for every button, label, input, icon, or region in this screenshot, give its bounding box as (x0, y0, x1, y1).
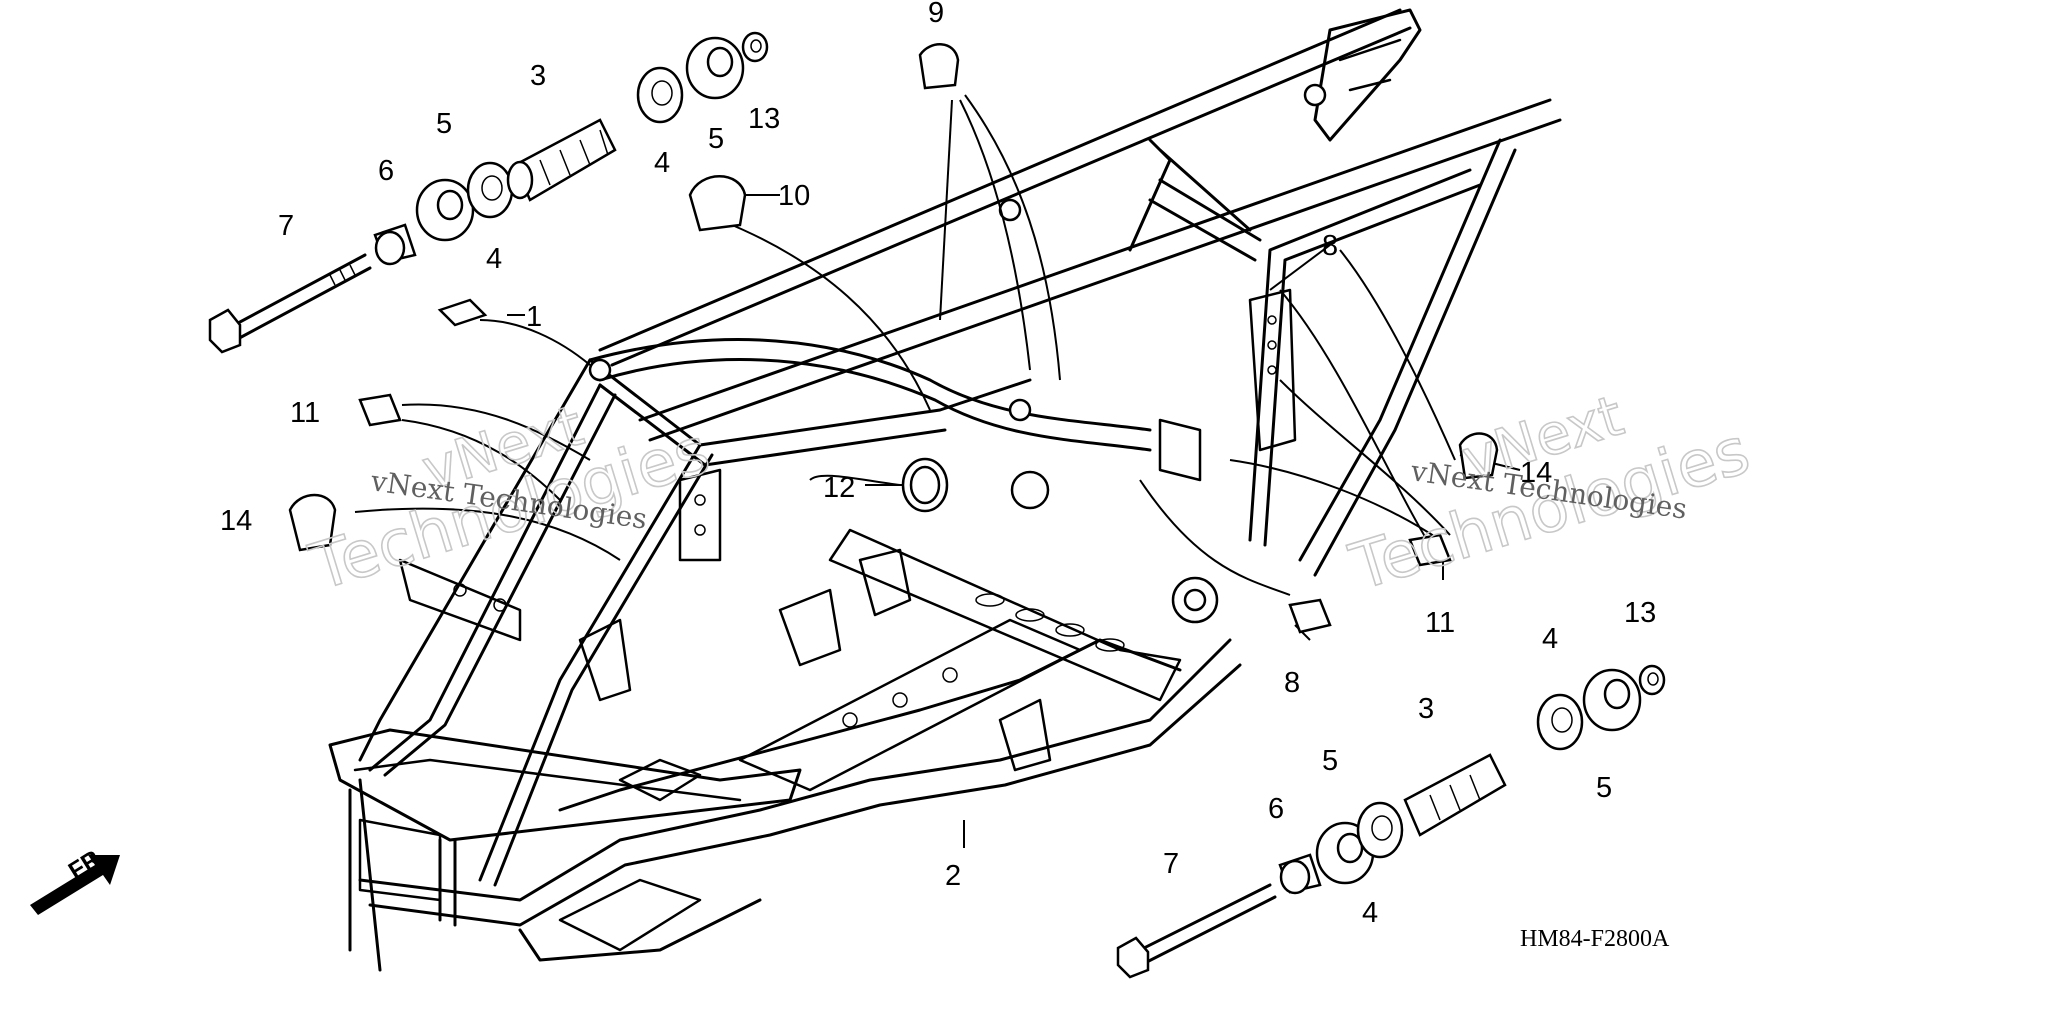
callout-8-b: 8 (1322, 230, 1338, 262)
front-marker-label: FR. (64, 842, 111, 885)
callout-6-a: 6 (378, 155, 394, 187)
callout-1: 1 (526, 301, 542, 333)
clips-and-clamps (288, 43, 1499, 634)
frame-body (328, 8, 1562, 972)
callout-7-b: 7 (1163, 848, 1179, 880)
callout-5-c: 5 (1322, 745, 1338, 777)
callout-14-right: 14 (1520, 457, 1552, 489)
callout-8-a: 8 (1284, 667, 1300, 699)
callout-13-upper: 13 (748, 103, 780, 135)
callout-3-upper: 3 (530, 60, 546, 92)
callout-7-a: 7 (278, 210, 294, 242)
callout-13-lower: 13 (1624, 597, 1656, 629)
callout-11-left: 11 (290, 397, 320, 429)
drawing-code: HM84-F2800A (1520, 926, 1670, 952)
callout-6-b: 6 (1268, 793, 1284, 825)
callout-2: 2 (945, 860, 961, 892)
bushing-assembly-upper (208, 31, 769, 354)
callout-5-a: 5 (436, 108, 452, 140)
callout-4-d: 4 (1362, 897, 1378, 929)
callout-12: 12 (823, 472, 855, 504)
callout-14-left: 14 (220, 505, 252, 537)
callout-4-a: 4 (486, 243, 502, 275)
watermark-left: vNext Technologies vNext Technologies (301, 393, 718, 607)
watermark-right: vNext Technologies vNext Technologies (1341, 383, 1758, 607)
callout-11-right: 11 (1425, 607, 1455, 639)
callout-5-b: 5 (708, 123, 724, 155)
callout-3-lower: 3 (1418, 693, 1434, 725)
callout-labels: 1 2 3 3 4 4 4 4 5 5 5 5 6 6 7 7 8 8 9 10… (220, 0, 1656, 929)
callout-10: 10 (778, 180, 810, 212)
callout-9: 9 (928, 0, 944, 29)
front-direction-arrow: FR. (30, 842, 120, 915)
callout-4-c: 4 (1542, 623, 1558, 655)
callout-4-b: 4 (654, 147, 670, 179)
callout-5-d: 5 (1596, 772, 1612, 804)
bushing-assembly-lower (1116, 664, 1666, 979)
